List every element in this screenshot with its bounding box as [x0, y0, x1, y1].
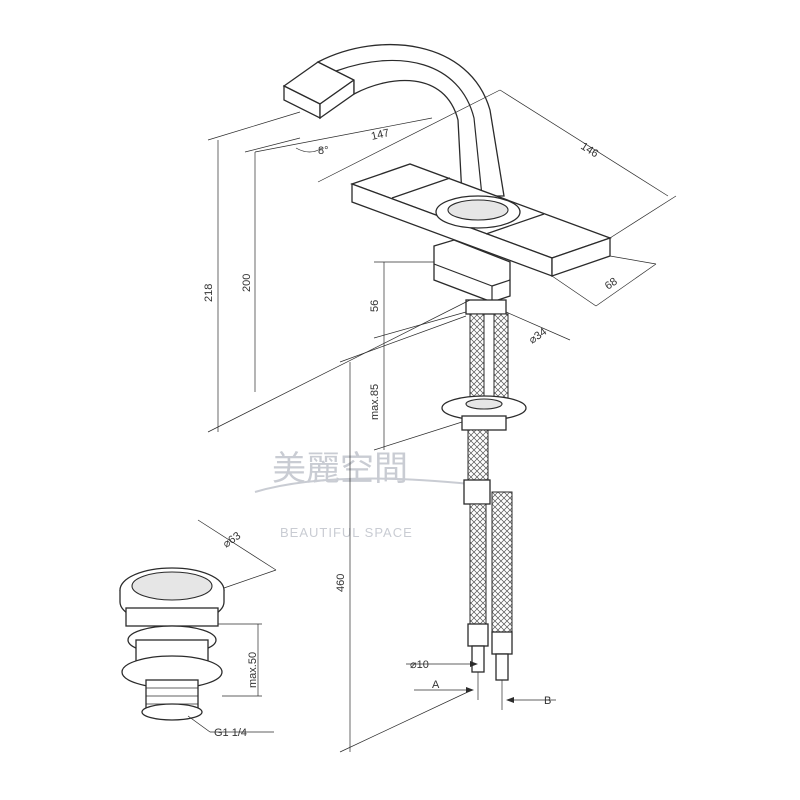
hose-a-label: A [432, 679, 440, 691]
dim-460-label: 460 [335, 574, 347, 592]
dim-200-label: 200 [241, 274, 253, 292]
hose-b-label: B [544, 695, 551, 707]
dim-angle-label: 8° [318, 145, 329, 157]
dim-218-label: 218 [203, 284, 215, 302]
watermark-english-text: BEAUTIFUL SPACE [280, 525, 413, 540]
dim-147-label: 147 [370, 127, 391, 143]
watermark-chinese-text: 美麗空間 [272, 449, 408, 489]
dim-d34-label: ⌀34 [527, 326, 549, 347]
dim-max85-label: max.85 [369, 384, 381, 420]
popup-drain [119, 567, 225, 721]
dim-d10-label: ⌀10 [410, 659, 429, 671]
dim-68-label: 68 [603, 276, 620, 293]
dim-56-label: 56 [369, 300, 381, 312]
dim-thread-label: G1 1/4 [214, 727, 247, 739]
faucet-spout [282, 44, 505, 197]
mounting-hardware [441, 299, 527, 431]
dim-d63-label: ⌀63 [221, 530, 243, 551]
watermark: 美麗空間 BEAUTIFUL SPACE [254, 449, 471, 540]
dimension-lines [187, 89, 677, 753]
faucet-body [350, 163, 612, 303]
flexible-hoses [463, 429, 513, 710]
dim-max50-label: max.50 [247, 652, 259, 688]
dim-146-label: 146 [578, 140, 600, 160]
